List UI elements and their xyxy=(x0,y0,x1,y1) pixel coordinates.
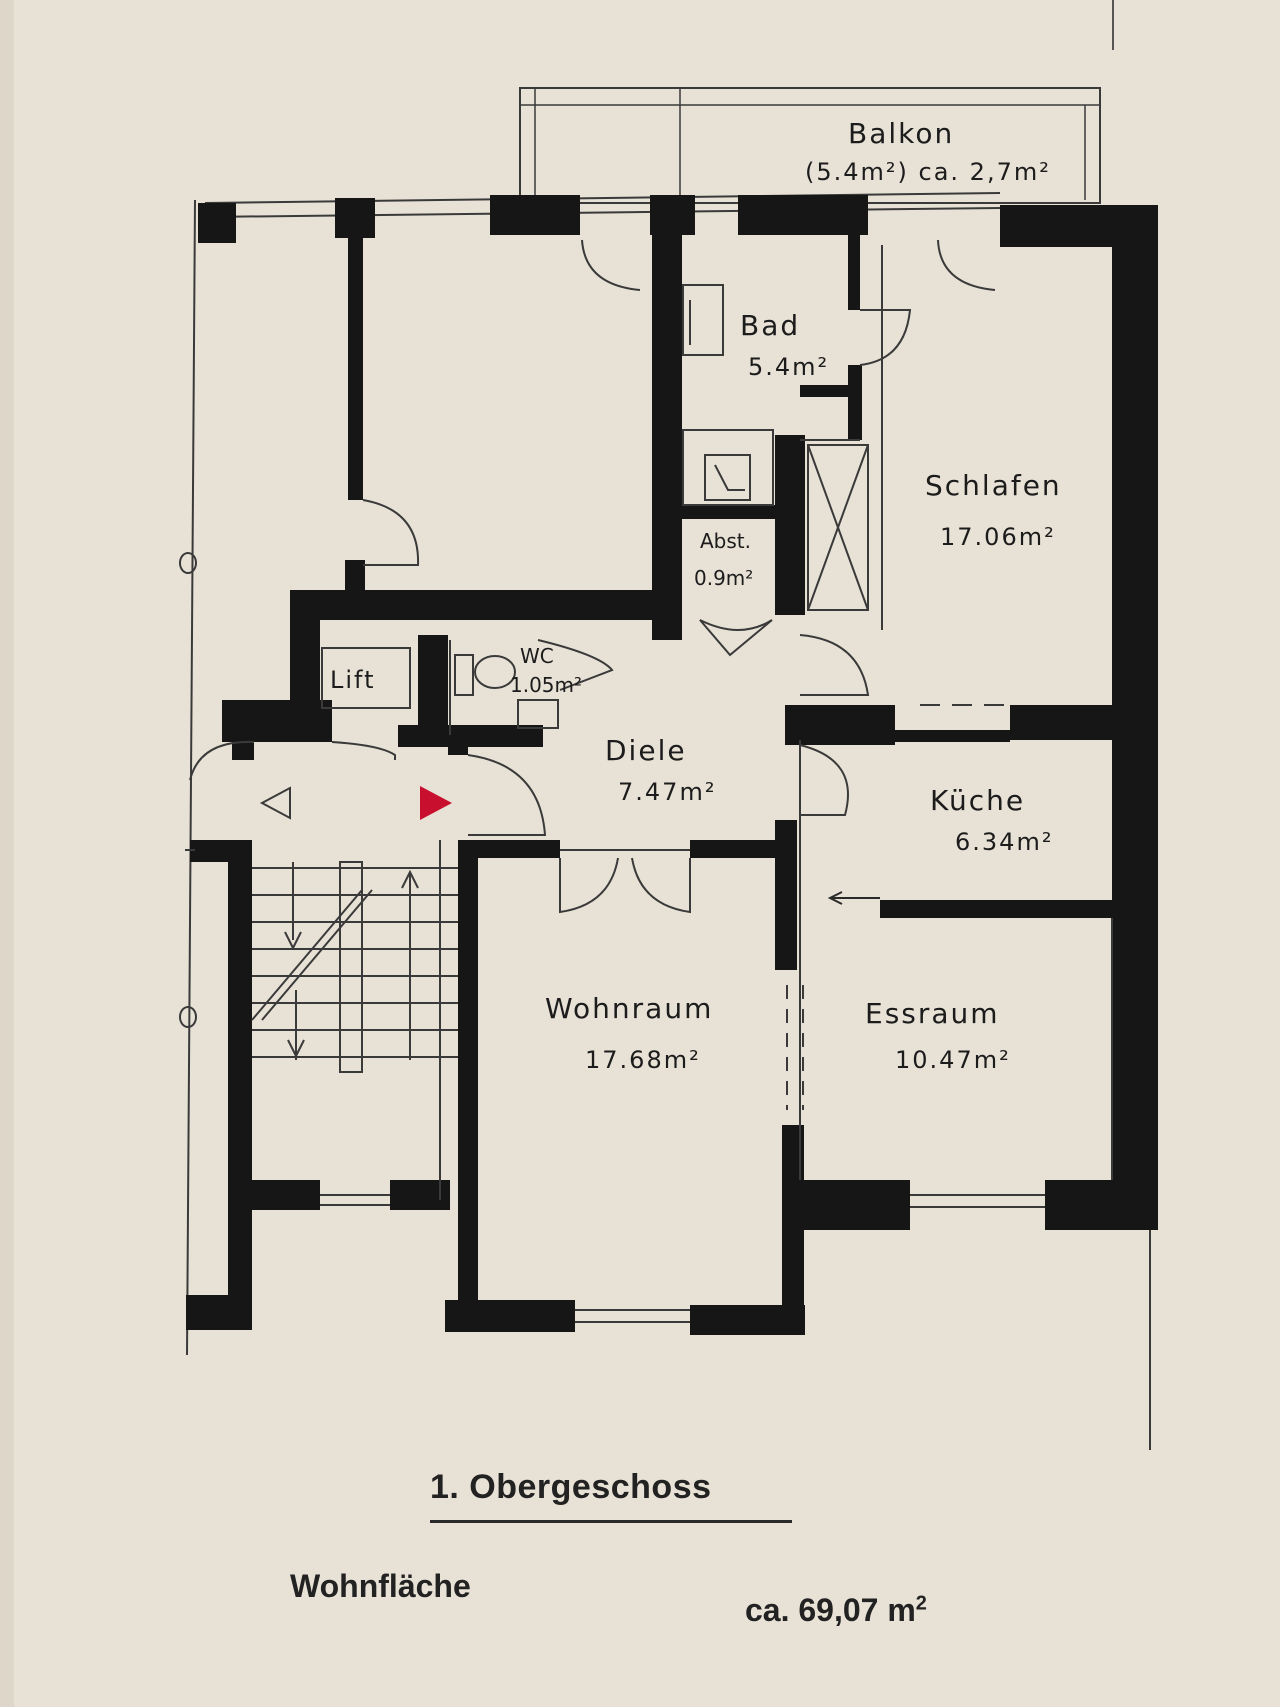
room-area-essraum: 10.47m² xyxy=(895,1046,1011,1074)
living-area-value: ca. 69,07 m2 xyxy=(745,1592,927,1629)
living-area-label: Wohnfläche xyxy=(290,1568,471,1604)
left-entry-arrow-icon xyxy=(259,786,291,820)
top-exterior-wall xyxy=(198,192,1150,247)
staircase xyxy=(251,861,458,1073)
room-area-wc: 1.05m² xyxy=(510,673,582,697)
room-area-wohnraum: 17.68m² xyxy=(585,1046,701,1074)
binding-marks xyxy=(179,552,197,1028)
room-label-wc: WC xyxy=(520,644,554,668)
entry-marker-icon xyxy=(420,786,452,820)
room-area-bad: 5.4m² xyxy=(748,353,829,381)
lift-shaft xyxy=(321,647,411,709)
room-area-balkon: (5.4m²) ca. 2,7m² xyxy=(805,158,1051,186)
bath-fixtures xyxy=(682,284,869,611)
room-label-diele: Diele xyxy=(605,734,687,767)
living-area-unit: 2 xyxy=(915,1592,927,1615)
room-area-schlafen: 17.06m² xyxy=(940,523,1056,551)
room-label-wohnraum: Wohnraum xyxy=(545,992,713,1025)
floor-plan: Balkon (5.4m²) ca. 2,7m² Bad 5.4m² Schla… xyxy=(179,0,1158,1450)
room-label-essraum: Essraum xyxy=(865,997,1000,1030)
room-label-bad: Bad xyxy=(740,309,800,342)
room-label-kueche: Küche xyxy=(930,784,1025,817)
living-area-number: ca. 69,07 m xyxy=(745,1592,916,1628)
room-label-lift: Lift xyxy=(330,666,375,694)
room-area-abst: 0.9m² xyxy=(694,566,753,590)
room-area-diele: 7.47m² xyxy=(618,778,716,806)
room-label-balkon: Balkon xyxy=(848,117,954,150)
room-label-schlafen: Schlafen xyxy=(925,469,1062,502)
room-label-abst: Abst. xyxy=(700,529,751,553)
interior-walls xyxy=(186,220,1155,1335)
door-swings xyxy=(189,239,996,914)
sliding-door-arrow-icon xyxy=(827,891,880,905)
wc-fixtures xyxy=(454,639,614,729)
title-underline xyxy=(430,1520,792,1523)
room-area-kueche: 6.34m² xyxy=(955,828,1053,856)
floor-title: 1. Obergeschoss xyxy=(430,1468,712,1506)
